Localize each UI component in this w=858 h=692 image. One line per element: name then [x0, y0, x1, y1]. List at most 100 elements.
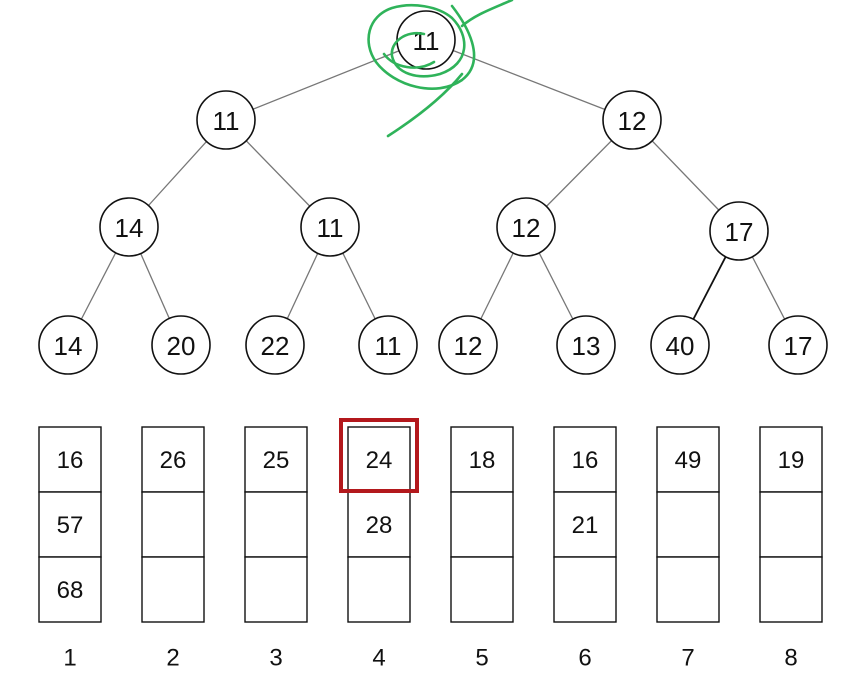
tree-node-circle	[196, 90, 256, 150]
tree-node-leaf7: 40	[650, 315, 710, 375]
array-cell-value: 26	[160, 447, 187, 474]
tree-node-circle	[245, 315, 305, 375]
tree-node-value: 14	[115, 213, 144, 243]
tree-edge-root-l1b	[425, 39, 633, 121]
tree-node-value: 40	[666, 331, 695, 361]
tree-node-leaf1: 14	[38, 315, 98, 375]
run-array-6: 16 21 6	[553, 426, 617, 672]
tree-node-circle	[496, 197, 556, 257]
array-cell	[38, 426, 102, 493]
tree-node-value: 11	[375, 331, 402, 361]
array-cell	[38, 556, 102, 623]
tree-node-circle	[650, 315, 710, 375]
tree-node-value: 13	[572, 331, 601, 361]
run-index-label: 5	[475, 645, 488, 672]
array-cell-value: 18	[469, 447, 496, 474]
array-cell	[347, 556, 411, 623]
tree-node-l1a: 11	[196, 90, 256, 150]
run-array-2: 26 2	[141, 426, 205, 672]
tree-node-value: 14	[54, 331, 83, 361]
array-cell-value: 25	[263, 447, 290, 474]
tree-node-circle	[300, 197, 360, 257]
tree-node-circle	[358, 315, 418, 375]
tree-node-value: 20	[167, 331, 196, 361]
array-cell	[244, 491, 308, 558]
array-cell-value: 68	[57, 577, 84, 604]
array-cell-value: 49	[675, 447, 702, 474]
green-circle-scribble	[367, 3, 476, 90]
array-cell-value: 24	[366, 447, 393, 474]
tree-node-root: 11	[396, 10, 456, 70]
tree-node-leaf3: 22	[245, 315, 305, 375]
run-array-1: 16 57 68 1	[38, 426, 102, 672]
run-index-label: 4	[372, 645, 385, 672]
run-index-label: 7	[681, 645, 694, 672]
array-cell	[450, 491, 514, 558]
array-cell	[553, 556, 617, 623]
tree-nodes: 11 11 12 14 11 12 17 14 20 22 11 12 13 40 17	[38, 10, 828, 375]
tree-node-leaf6: 13	[556, 315, 616, 375]
tree-node-l2b: 11	[300, 197, 360, 257]
tree-node-value: 11	[413, 26, 440, 56]
tree-node-circle	[99, 197, 159, 257]
array-cell	[450, 556, 514, 623]
run-array-8: 198	[759, 426, 823, 672]
tree-node-circle	[556, 315, 616, 375]
run-index-label: 6	[578, 645, 591, 672]
run-index-label: 8	[784, 645, 797, 672]
tree-node-circle	[709, 201, 769, 261]
array-cell	[347, 426, 411, 493]
tree-node-circle	[768, 315, 828, 375]
array-cell	[141, 556, 205, 623]
tree-node-leaf5: 12	[438, 315, 498, 375]
tree-node-l1b: 12	[602, 90, 662, 150]
green-flick-stroke	[460, 0, 514, 28]
tree-node-circle	[438, 315, 498, 375]
tree-node-circle	[38, 315, 98, 375]
tree-node-value: 11	[317, 213, 344, 243]
tree-node-leaf8: 17	[768, 315, 828, 375]
run-array-5: 18 5	[450, 426, 514, 672]
array-cell-value: 57	[57, 512, 84, 539]
array-cell	[656, 491, 720, 558]
run-array-3: 25 3	[244, 426, 308, 672]
array-cell-value: 28	[366, 512, 393, 539]
array-cell	[759, 556, 823, 623]
tree-node-l2c: 12	[496, 197, 556, 257]
tree-node-value: 12	[454, 331, 483, 361]
array-cell	[244, 556, 308, 623]
green-tail-stroke	[386, 72, 464, 138]
tree-node-value: 11	[213, 106, 240, 136]
tree-node-l2a: 14	[99, 197, 159, 257]
tree-node-l2d: 17	[709, 201, 769, 261]
array-cell	[244, 426, 308, 493]
array-cell	[656, 556, 720, 623]
tree-node-value: 17	[784, 331, 813, 361]
highlighted-cell-box	[339, 418, 419, 493]
tree-node-leaf4: 11	[358, 315, 418, 375]
array-cell-value: 16	[57, 447, 84, 474]
array-cell-value: 21	[572, 512, 599, 539]
green-small-loop	[382, 52, 436, 69]
tree-node-leaf2: 20	[151, 315, 211, 375]
green-handwritten-annotation	[367, 0, 514, 138]
array-cell	[656, 426, 720, 493]
array-cell	[141, 491, 205, 558]
run-index-label: 2	[166, 645, 179, 672]
tree-node-value: 12	[512, 213, 541, 243]
array-cell	[759, 491, 823, 558]
array-cell	[553, 426, 617, 493]
run-array-4: 24 28 4	[347, 426, 411, 672]
array-cell-value: 16	[572, 447, 599, 474]
tree-node-circle	[151, 315, 211, 375]
run-index-label: 3	[269, 645, 282, 672]
tree-node-value: 17	[725, 217, 754, 247]
tree-node-value: 12	[618, 106, 647, 136]
array-cell	[38, 491, 102, 558]
run-array-7: 49 7	[656, 426, 720, 672]
tree-node-value: 22	[261, 331, 290, 361]
tree-node-circle	[602, 90, 662, 150]
run-index-label: 1	[63, 645, 76, 672]
